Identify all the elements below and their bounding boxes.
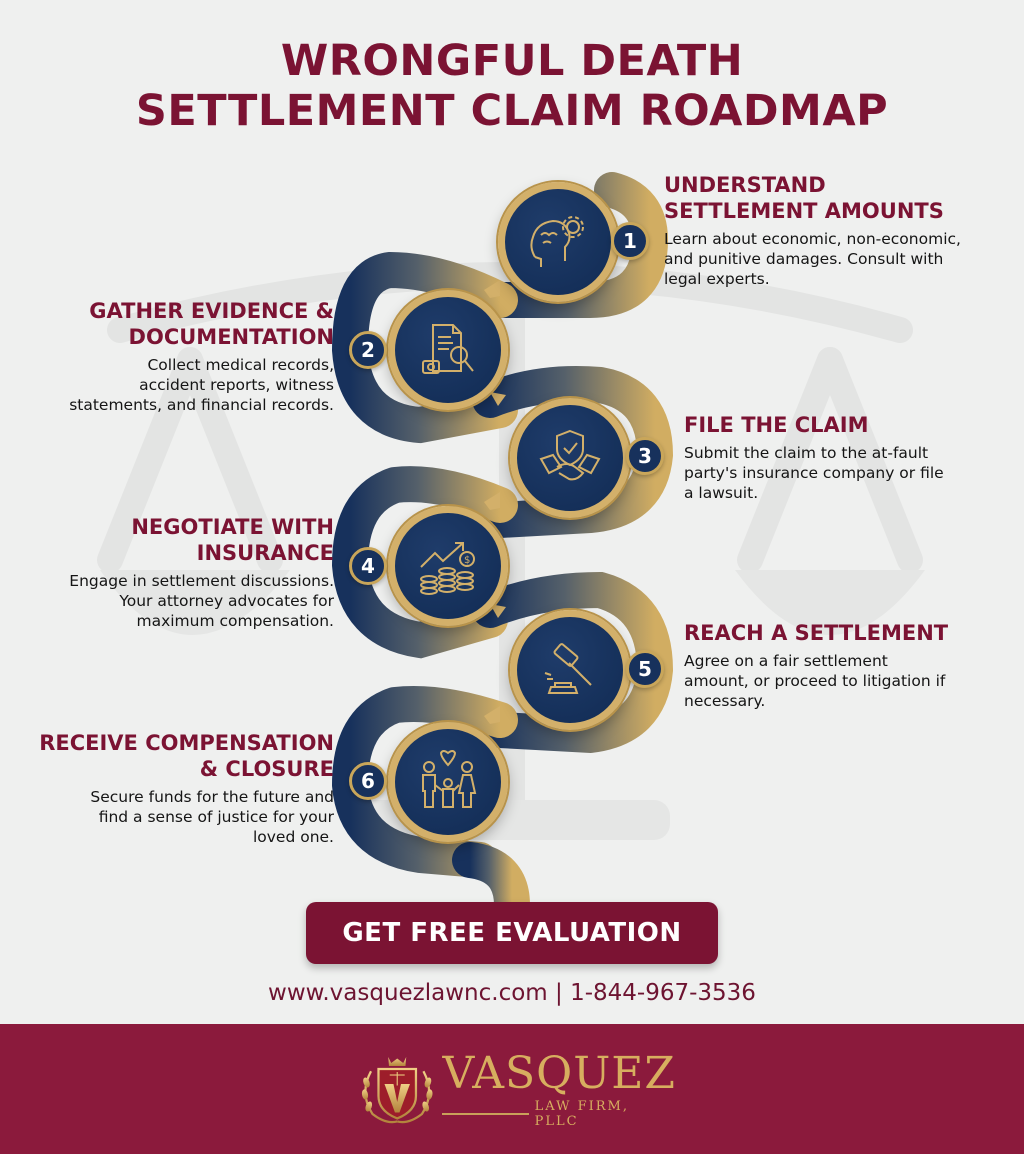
- step-3-heading-line-1: FILE THE CLAIM: [684, 413, 869, 437]
- step-5-heading: REACH A SETTLEMENT: [684, 620, 1004, 646]
- step-4-heading: NEGOTIATE WITH INSURANCE: [20, 514, 334, 566]
- footer-bar: [0, 1024, 1024, 1154]
- step-6-description: Secure funds for the future and find a s…: [10, 787, 334, 847]
- step-3-description: Submit the claim to the at-fault party's…: [684, 443, 1004, 503]
- step-2-heading: GATHER EVIDENCE & DOCUMENTATION: [20, 298, 334, 350]
- step-5-desc-line: necessary.: [684, 692, 766, 710]
- step-5-text: REACH A SETTLEMENT Agree on a fair settl…: [684, 620, 1004, 711]
- step-3-heading: FILE THE CLAIM: [684, 412, 1004, 438]
- step-5-number: 5: [638, 657, 652, 681]
- step-5-medallion: [510, 610, 630, 730]
- step-2-text: GATHER EVIDENCE & DOCUMENTATION Collect …: [20, 298, 334, 415]
- step-1-desc-line: legal experts.: [664, 270, 770, 288]
- step-1-number: 1: [623, 229, 637, 253]
- title-line-2: SETTLEMENT CLAIM ROADMAP: [135, 86, 889, 136]
- step-1-desc-line: Learn about economic, non-economic,: [664, 230, 961, 248]
- step-6-text: RECEIVE COMPENSATION & CLOSURE Secure fu…: [10, 730, 334, 847]
- logo-subtitle-row: LAW FIRM, PLLC: [442, 1099, 676, 1129]
- step-6-medallion: [388, 722, 508, 842]
- step-3-text: FILE THE CLAIM Submit the claim to the a…: [684, 412, 1004, 503]
- step-1-text: UNDERSTAND SETTLEMENT AMOUNTS Learn abou…: [664, 172, 1014, 289]
- step-3-number-badge: 3: [626, 437, 664, 475]
- step-3-desc-line: Submit the claim to the at-fault: [684, 444, 929, 462]
- step-6-heading-line-2: & CLOSURE: [199, 757, 334, 781]
- step-1-desc-line: and punitive damages. Consult with: [664, 250, 944, 268]
- vasquez-law-firm-logo[interactable]: VASQUEZ LAW FIRM, PLLC: [356, 1040, 676, 1140]
- contact-info[interactable]: www.vasquezlawnc.com | 1-844-967-3536: [268, 980, 756, 1006]
- step-2-medallion: [388, 290, 508, 410]
- shield-handshake-icon: [539, 429, 601, 481]
- growth-coins-icon: $: [420, 542, 475, 595]
- step-2-description: Collect medical records, accident report…: [20, 355, 334, 415]
- step-2-heading-line-1: GATHER EVIDENCE &: [89, 299, 334, 323]
- step-4-desc-line: maximum compensation.: [136, 612, 334, 630]
- step-6-heading-line-1: RECEIVE COMPENSATION: [39, 731, 334, 755]
- step-6-number: 6: [361, 769, 375, 793]
- step-3-medallion: [510, 398, 630, 518]
- cta-label: GET FREE EVALUATION: [342, 918, 682, 948]
- step-2-desc-line: accident reports, witness: [139, 376, 334, 394]
- family-heart-icon: [422, 750, 477, 808]
- step-6-number-badge: 6: [349, 762, 387, 800]
- step-2-desc-line: statements, and financial records.: [69, 396, 334, 414]
- step-4-heading-line-2: INSURANCE: [196, 541, 334, 565]
- step-5-number-badge: 5: [626, 650, 664, 688]
- step-6-heading: RECEIVE COMPENSATION & CLOSURE: [10, 730, 334, 782]
- svg-text:$: $: [464, 555, 470, 566]
- step-5-description: Agree on a fair settlement amount, or pr…: [684, 651, 1004, 711]
- step-4-number: 4: [361, 554, 375, 578]
- step-4-heading-line-1: NEGOTIATE WITH: [131, 515, 334, 539]
- crest-laurel-icon: [361, 1057, 433, 1124]
- get-free-evaluation-button[interactable]: GET FREE EVALUATION: [306, 902, 718, 964]
- step-6-desc-line: Secure funds for the future and: [90, 788, 334, 806]
- step-5-heading-line-1: REACH A SETTLEMENT: [684, 621, 949, 645]
- step-4-number-badge: 4: [349, 547, 387, 585]
- step-2-desc-line: Collect medical records,: [147, 356, 334, 374]
- gavel-icon: [544, 643, 592, 694]
- step-4-text: NEGOTIATE WITH INSURANCE Engage in settl…: [20, 514, 334, 631]
- brain-gear-icon: [530, 216, 584, 267]
- step-2-number: 2: [361, 338, 375, 362]
- step-6-desc-line: find a sense of justice for your: [98, 808, 334, 826]
- step-6-desc-line: loved one.: [252, 828, 334, 846]
- step-1-medallion: [498, 182, 618, 302]
- step-1-number-badge: 1: [611, 222, 649, 260]
- step-4-desc-line: Engage in settlement discussions.: [69, 572, 334, 590]
- step-3-number: 3: [638, 444, 652, 468]
- title-line-1: WRONGFUL DEATH: [280, 36, 744, 86]
- step-1-heading: UNDERSTAND SETTLEMENT AMOUNTS: [664, 172, 1014, 224]
- logo-text: VASQUEZ LAW FIRM, PLLC: [442, 1051, 676, 1129]
- step-4-description: Engage in settlement discussions. Your a…: [20, 571, 334, 631]
- step-5-desc-line: Agree on a fair settlement: [684, 652, 888, 670]
- step-1-heading-line-2: SETTLEMENT AMOUNTS: [664, 199, 944, 223]
- page-title: WRONGFUL DEATH SETTLEMENT CLAIM ROADMAP: [0, 36, 1024, 136]
- step-4-medallion: $: [388, 506, 508, 626]
- step-3-desc-line: party's insurance company or file: [684, 464, 944, 482]
- step-2-number-badge: 2: [349, 331, 387, 369]
- logo-divider: [442, 1113, 529, 1115]
- document-search-camera-icon: [422, 324, 474, 374]
- step-4-desc-line: Your attorney advocates for: [119, 592, 334, 610]
- step-3-desc-line: a lawsuit.: [684, 484, 759, 502]
- logo-name: VASQUEZ: [442, 1048, 676, 1099]
- logo-subtitle: LAW FIRM, PLLC: [534, 1099, 629, 1129]
- step-2-heading-line-2: DOCUMENTATION: [128, 325, 334, 349]
- step-1-description: Learn about economic, non-economic, and …: [664, 229, 1014, 289]
- step-1-heading-line-1: UNDERSTAND: [664, 173, 826, 197]
- roadmap-path: [331, 172, 674, 923]
- step-5-desc-line: amount, or proceed to litigation if: [684, 672, 946, 690]
